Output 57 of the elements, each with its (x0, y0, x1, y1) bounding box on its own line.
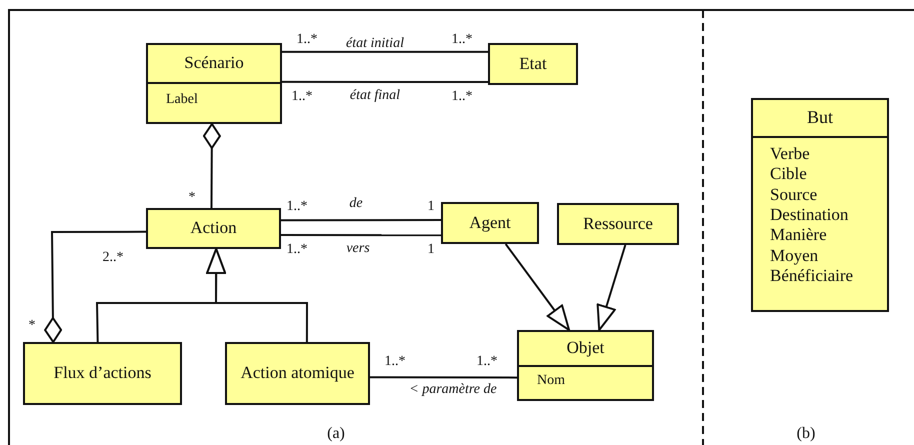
class-name: Ressource (582, 212, 654, 235)
multiplicity-label: 1..* (476, 355, 498, 369)
class-name: Scénario (148, 45, 280, 84)
multiplicity-label: 1 (428, 243, 434, 257)
generalization-arrow (504, 243, 570, 331)
multiplicity-label: 1..* (452, 33, 472, 47)
class-name: But (753, 100, 887, 138)
attribute-text: Destination (769, 204, 850, 226)
edge-label: état final (350, 89, 400, 103)
edge-label: de (349, 197, 363, 211)
class-name: Flux d’actions (52, 362, 152, 384)
attribute-text: Verbe (769, 144, 811, 164)
attribute-text: Moyen (769, 246, 820, 266)
multiplicity-label: * (188, 191, 196, 205)
association-line (281, 234, 441, 236)
association-line (281, 219, 441, 222)
association-line (282, 80, 488, 84)
multiplicity-label: 1..* (452, 90, 472, 104)
class-box (225, 342, 370, 405)
multiplicity-label: * (28, 319, 36, 333)
class-box (488, 43, 578, 85)
generalization-arrow (96, 248, 226, 342)
attribute-text: Nom (536, 372, 566, 390)
aggregation-line (202, 123, 221, 208)
multiplicity-label: 1 (428, 200, 434, 214)
multiplicity-label: 1..* (286, 200, 308, 214)
edge-label: vers (346, 242, 370, 256)
class-box (517, 330, 654, 401)
class-name: Etat (518, 52, 548, 75)
attribute-text: Label (165, 92, 199, 108)
attribute-text: Source (769, 184, 818, 205)
multiplicity-label: 2..* (102, 251, 124, 265)
class-box (146, 43, 282, 124)
class-box (441, 202, 539, 244)
class-name: Action (189, 217, 238, 240)
multiplicity-label: 1..* (286, 243, 308, 257)
class-name: Action atomique (240, 362, 356, 384)
aggregation-line (44, 230, 146, 343)
class-name: Objet (519, 332, 652, 367)
panel-label: (a) (327, 426, 345, 442)
attribute-text: Cible (769, 164, 808, 185)
multiplicity-label: 1..* (292, 90, 312, 104)
association-line (282, 50, 488, 53)
edge-label: < paramètre de (409, 383, 497, 397)
association-line (370, 376, 517, 379)
class-box (751, 98, 889, 312)
edge-label: état initial (346, 37, 404, 51)
multiplicity-label: 1..* (296, 33, 318, 47)
attribute-text: Manière (769, 225, 828, 246)
class-name: Agent (468, 212, 512, 234)
class-box (23, 342, 182, 405)
attribute-text: Bénéficiaire (769, 266, 854, 287)
generalization-arrow (596, 244, 626, 331)
class-box (146, 208, 281, 249)
panel-label: (b) (796, 426, 816, 442)
class-box (557, 203, 679, 245)
multiplicity-label: 1..* (384, 355, 406, 369)
